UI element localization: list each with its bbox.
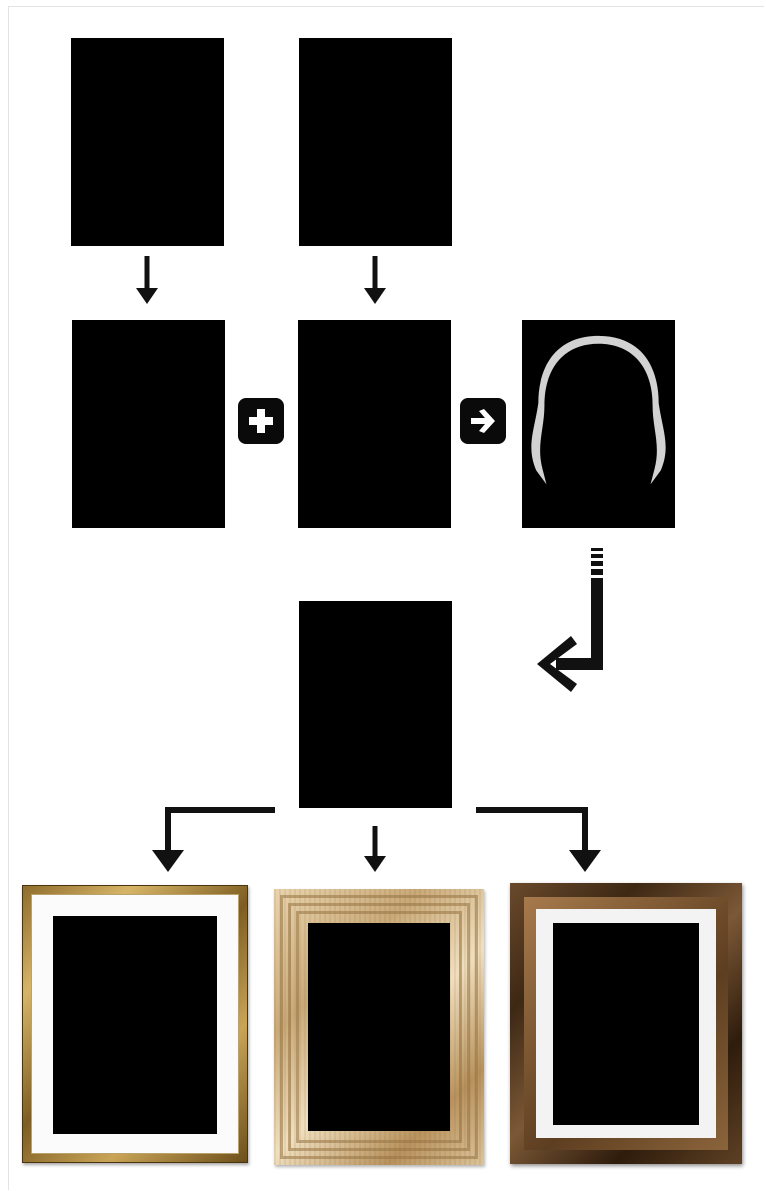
grayscale-photo-angry bbox=[298, 320, 451, 528]
dark-wood-frame bbox=[510, 883, 742, 1164]
source-photo-neutral bbox=[71, 38, 224, 246]
framed-photo-gold bbox=[53, 916, 217, 1134]
light-wood-frame bbox=[274, 889, 484, 1165]
final-photo-angry bbox=[299, 601, 452, 808]
masked-photo-angry bbox=[522, 320, 675, 528]
figure-border bbox=[8, 6, 764, 1190]
framed-photo-light-wood bbox=[308, 923, 450, 1131]
grayscale-photo-neutral bbox=[72, 320, 225, 528]
plus-icon bbox=[238, 398, 284, 444]
framed-photo-dark-wood bbox=[553, 923, 699, 1125]
arrow-right-icon bbox=[460, 398, 506, 444]
gold-frame bbox=[22, 885, 248, 1163]
source-photo-angry bbox=[299, 38, 452, 246]
